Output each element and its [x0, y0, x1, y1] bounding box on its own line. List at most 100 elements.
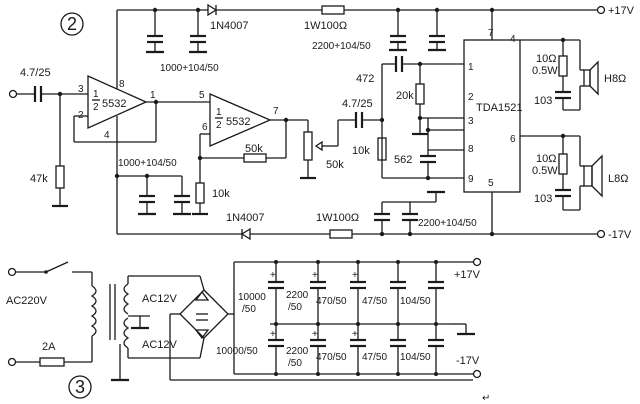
ps-cap-2200-bottom-2: /50: [288, 358, 302, 369]
positive-terminal: [596, 5, 606, 15]
svg-text:8: 8: [468, 144, 474, 155]
svg-text:5: 5: [199, 90, 205, 101]
mains-label: AC220V: [6, 295, 48, 307]
ps-cap-column-1: + +: [268, 260, 284, 376]
negative-side-caps: 1000+104/50: [114, 158, 191, 216]
volume-pot-symbol: [303, 131, 313, 161]
ps-cap-47-bottom: 47/50: [362, 352, 387, 363]
volume-pot-label: 50k: [326, 159, 344, 171]
ic-name: TDA1521: [476, 102, 522, 114]
gnd-res-label: 10k: [212, 188, 230, 200]
ps-cap-2200-top-2: /50: [288, 302, 302, 313]
ps-cap-2200-bottom-1: 2200: [286, 346, 309, 357]
svg-text:1: 1: [216, 107, 222, 118]
output-stage: 10Ω 0.5W 103 H8Ω 10Ω 0.5W 103 L8Ω: [520, 37, 628, 211]
resistor-top-label: 1W100Ω: [304, 20, 347, 32]
negative-rail: -17V 1N4007 1W100Ω 2200+104/50: [117, 190, 632, 241]
tda1521-ic: TDA1521 7 1 2 3 8 9 5 4 6: [463, 10, 522, 234]
input-res-symbol: [55, 165, 65, 189]
svg-text:3: 3: [78, 84, 84, 95]
cap-pos-big-label: 2200+104/50: [312, 41, 371, 52]
speaker-high-symbol: [583, 69, 591, 87]
svg-text:1: 1: [150, 90, 156, 101]
zobel-pow-bottom-label: 0.5W: [532, 165, 558, 177]
res-10k-label: 10k: [352, 145, 370, 157]
cap-neg-small-label: 1000+104/50: [118, 158, 177, 169]
speaker-high-label: H8Ω: [604, 73, 626, 85]
filter-top-label-1: 10000: [238, 292, 266, 303]
svg-text:4: 4: [510, 34, 516, 45]
zobel-res-top-label: 10Ω: [536, 53, 556, 65]
power-supply: AC220V 2A AC12V AC12V: [6, 257, 490, 404]
svg-text:7: 7: [273, 106, 279, 117]
svg-text:2: 2: [468, 92, 474, 103]
filter-bottom-label: 10000/50: [216, 346, 258, 357]
fuse-label: 2A: [42, 341, 56, 353]
ps-cap-47-top: 47/50: [362, 296, 387, 307]
fuse-symbol: [39, 357, 65, 367]
res-20k-symbol: [415, 83, 425, 105]
speaker-low-label: L8Ω: [608, 173, 628, 185]
diode-top-label: 1N4007: [210, 20, 249, 32]
zobel-cap-bottom-label: 103: [534, 193, 552, 205]
ps-cap-2200-top-1: 2200: [286, 290, 309, 301]
feedback-res-symbol: [243, 153, 267, 163]
ps-cap-column-4: [390, 260, 406, 376]
cap-562-label: 562: [394, 154, 412, 166]
cap-pos-small-label: 1000+104/50: [160, 63, 219, 74]
svg-text:4: 4: [104, 130, 110, 141]
ps-cap-column-3: + +: [350, 260, 366, 376]
opamp-1-part: 5532: [102, 98, 126, 110]
svg-text:+: +: [352, 329, 358, 340]
res-20k-label: 20k: [396, 90, 414, 102]
zobel-res-bottom-label: 10Ω: [536, 153, 556, 165]
positive-rail: +17V 1N4007 1W100Ω 1000+104/50 2200+104/…: [117, 3, 635, 74]
secondary-coil-top: [123, 283, 130, 315]
res-10k-symbol: [377, 137, 387, 161]
return-mark: ↵: [482, 393, 490, 404]
input-res-label: 47k: [30, 173, 48, 185]
cap-472-label: 472: [356, 73, 374, 85]
section-3-marker: [68, 375, 92, 399]
svg-text:1: 1: [93, 89, 99, 100]
diode-bottom-label: 1N4007: [226, 212, 265, 224]
supply-pos-label: +17V: [608, 5, 635, 17]
mains-terminal-top: [7, 267, 17, 277]
opamp-2-symbol: [209, 93, 272, 147]
svg-text:6: 6: [510, 134, 516, 145]
supply-neg-label: -17V: [608, 229, 632, 241]
coupling-cap-label: 4.7/25: [342, 98, 373, 110]
supply-out-pos-terminal: [472, 257, 482, 267]
input-network: 4.7/25 47k: [8, 67, 88, 208]
ps-cap-column-5: [428, 260, 444, 376]
svg-text:+: +: [270, 329, 276, 340]
svg-text:+: +: [312, 270, 318, 281]
secondary-top-label: AC12V: [142, 293, 178, 305]
svg-text:9: 9: [468, 174, 474, 185]
ps-cap-470-bottom: 470/50: [316, 352, 347, 363]
supply-out-pos-label: +17V: [454, 269, 481, 281]
svg-text:1: 1: [468, 62, 474, 73]
input-terminal: [8, 89, 18, 99]
svg-text:7: 7: [488, 28, 494, 39]
secondary-bottom-label: AC12V: [142, 339, 178, 351]
svg-text:+: +: [270, 270, 276, 281]
svg-text:3: 3: [468, 116, 474, 127]
zobel-res-top-symbol: [558, 55, 568, 77]
ps-cap-470-top: 470/50: [316, 296, 347, 307]
secondary-coil-bottom: [123, 317, 130, 349]
svg-text:6: 6: [202, 122, 208, 133]
supply-out-neg-label: -17V: [456, 355, 480, 367]
section-3-number: 3: [75, 377, 85, 397]
cap-neg-big-label: 2200+104/50: [418, 218, 477, 229]
opamp-2-part: 5532: [226, 116, 250, 128]
ic-input-network: 472 20k 562 10k: [352, 56, 464, 181]
resistor-top-symbol: [321, 5, 345, 15]
negative-terminal: [596, 229, 606, 239]
diode-top-symbol: [207, 3, 218, 17]
svg-text:+: +: [352, 270, 358, 281]
svg-text:5: 5: [488, 178, 494, 189]
ps-cap-column-2: + +: [310, 260, 326, 376]
ps-cap-104-bottom: 104/50: [400, 352, 431, 363]
